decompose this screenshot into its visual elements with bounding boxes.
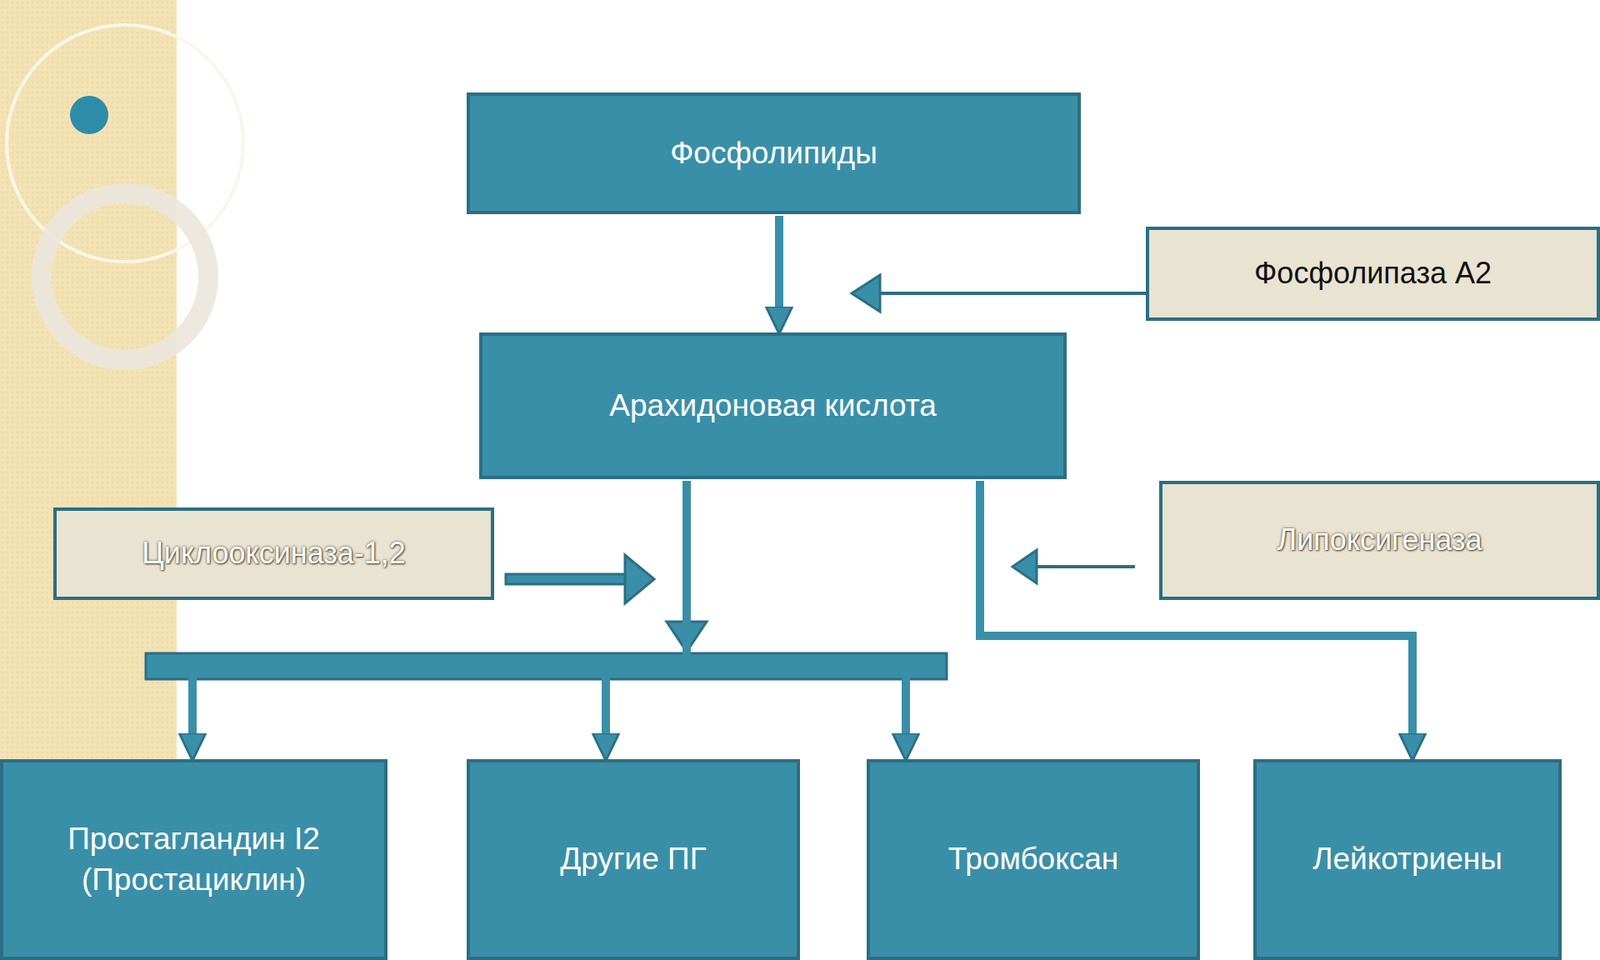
enzyme-box: Липоксигеназа	[1159, 480, 1600, 600]
node-label: Простагландин I2 (Простациклин)	[21, 819, 366, 900]
enzyme-arrowhead	[851, 275, 880, 312]
deco-circle	[6, 25, 244, 262]
node-label: Циклооксиназа-1,2	[141, 534, 406, 574]
product-box: Тромбоксан	[866, 759, 1200, 960]
product-box: Другие ПГ	[466, 759, 800, 960]
node-label: Липоксигеназа	[1277, 520, 1483, 560]
flow-arrow	[605, 480, 687, 741]
node-label: Другие ПГ	[560, 839, 706, 880]
enzyme-box: Фосфолипаза А2	[1145, 226, 1600, 321]
enzyme-arrow	[1033, 565, 1135, 569]
enzyme-arrowhead	[1012, 550, 1037, 584]
flow-arrow	[686, 480, 906, 741]
node-label: Лейкотриены	[1312, 839, 1503, 880]
enzyme-arrow	[875, 291, 1146, 295]
node-label: Тромбоксан	[948, 839, 1120, 880]
substrate-box: Фосфолипиды	[466, 92, 1081, 215]
node-label: Фосфолипаза А2	[1254, 254, 1492, 294]
substrate-box: Арахидоновая кислота	[479, 332, 1067, 480]
enzyme-arrowhead	[625, 555, 655, 604]
deco-ring	[41, 193, 209, 360]
enzyme-arrow	[505, 574, 628, 585]
deco-dot	[70, 95, 109, 135]
product-box: Лейкотриены	[1253, 759, 1562, 960]
product-box: Простагландин I2 (Простациклин)	[0, 759, 388, 960]
enzyme-box: Циклооксиназа-1,2	[53, 507, 495, 600]
node-label: Фосфолипиды	[670, 133, 878, 174]
flow-arrow	[775, 215, 784, 315]
node-label: Арахидоновая кислота	[609, 385, 937, 426]
